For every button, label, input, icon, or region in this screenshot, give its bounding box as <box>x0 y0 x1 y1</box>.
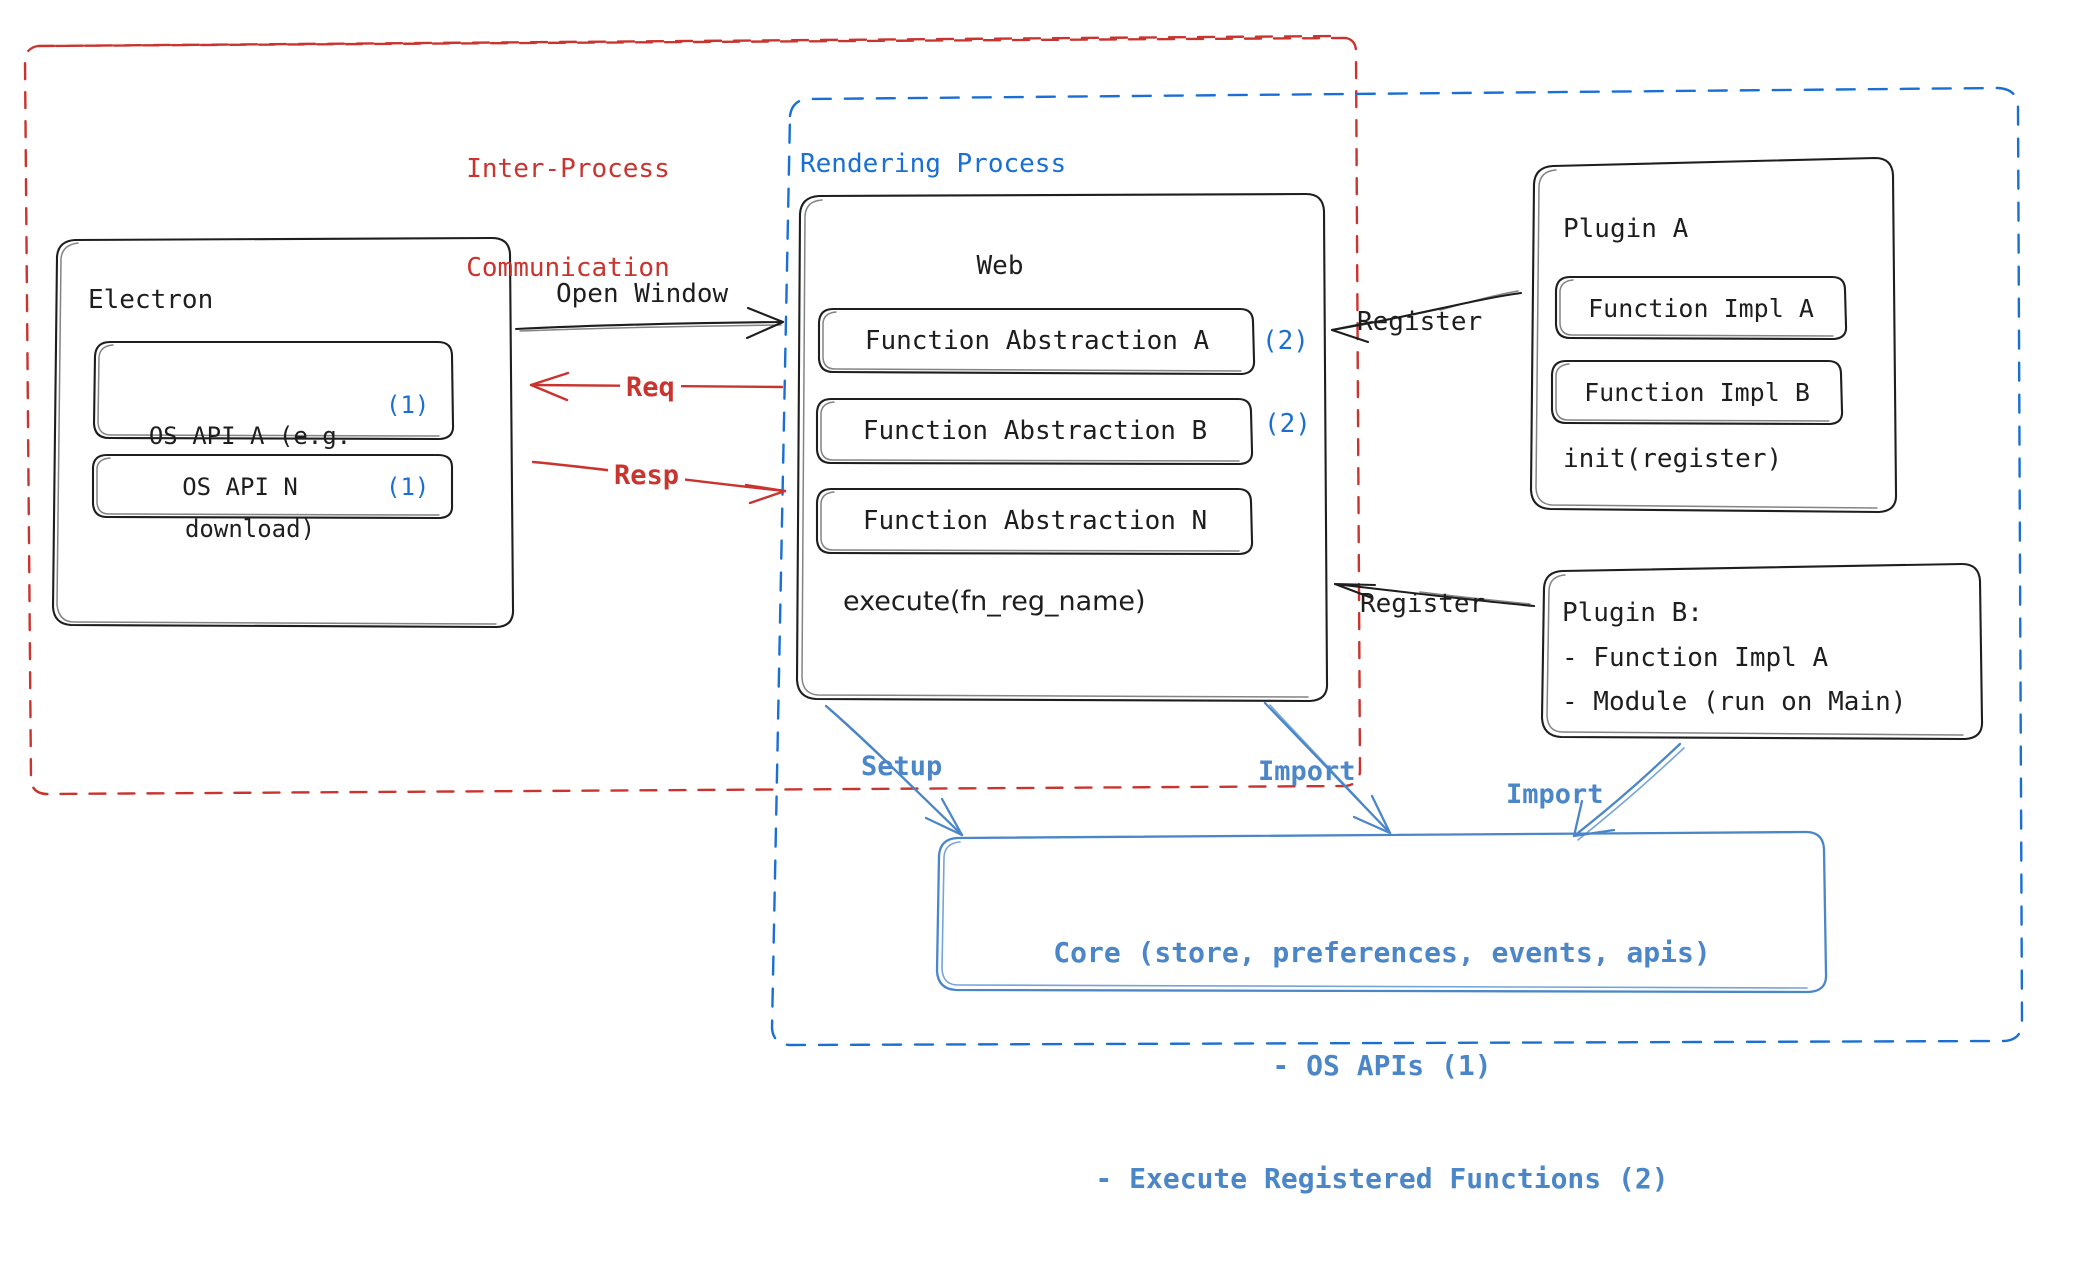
import-web-arrow-label: Import <box>1258 756 1356 787</box>
fn-abstraction-n-label: Function Abstraction N <box>862 506 1208 536</box>
diagram-canvas: .stroke-b{fill:none;stroke:#1e1e1e;strok… <box>23 34 2024 1195</box>
os-api-a-label-line1: OS API A (e.g. <box>148 422 352 451</box>
core-line-3: - Execute Registered Functions (2) <box>1095 1162 1669 1196</box>
os-api-n-label: OS API N <box>182 473 298 501</box>
web-title: Web <box>976 251 1024 281</box>
electron-title: Electron <box>88 285 214 315</box>
fn-impl-b-label: Function Impl B <box>1584 378 1810 407</box>
plugin-b-line-2: - Module (run on Main) <box>1562 687 1907 717</box>
ipc-region-label-line1: Inter-Process <box>466 153 670 184</box>
setup-arrow-label: Setup <box>861 751 943 782</box>
fn-abstraction-b-badge: (2) <box>1264 409 1311 439</box>
req-arrow-label: Req <box>620 371 681 406</box>
web-footer-label: execute(fn_reg_name) <box>843 586 1146 617</box>
os-api-n-badge: (1) <box>386 473 430 501</box>
os-api-a-badge: (1) <box>386 391 430 419</box>
plugin-a-footer-label: init(register) <box>1563 444 1783 474</box>
plugin-b-line-1: - Function Impl A <box>1562 643 1829 673</box>
open-window-arrow-label: Open Window <box>556 279 729 309</box>
plugin-a-title: Plugin A <box>1563 214 1689 244</box>
plugin-b-title: Plugin B: <box>1562 598 1703 628</box>
fn-abstraction-a-badge: (2) <box>1262 326 1309 356</box>
register-b-arrow-label: Register <box>1360 589 1486 619</box>
os-api-a-label: OS API A (e.g. download) <box>100 360 400 606</box>
fn-abstraction-b-label: Function Abstraction B <box>862 416 1208 446</box>
import-plugin-b-arrow-label: Import <box>1506 779 1604 810</box>
ipc-region-label: Inter-Process Communication <box>418 86 718 352</box>
os-api-a-label-line2: download) <box>184 514 316 543</box>
resp-arrow-label: Resp <box>608 459 686 494</box>
rendering-region-label: Rendering Process <box>800 149 1067 179</box>
core-line-1: Core (store, preferences, events, apis) <box>1053 935 1711 969</box>
fn-impl-a-label: Function Impl A <box>1588 294 1814 323</box>
ipc-region-label-line2: Communication <box>466 253 670 284</box>
register-a-arrow-label: Register <box>1357 307 1483 337</box>
fn-abstraction-a-label: Function Abstraction A <box>864 326 1210 356</box>
